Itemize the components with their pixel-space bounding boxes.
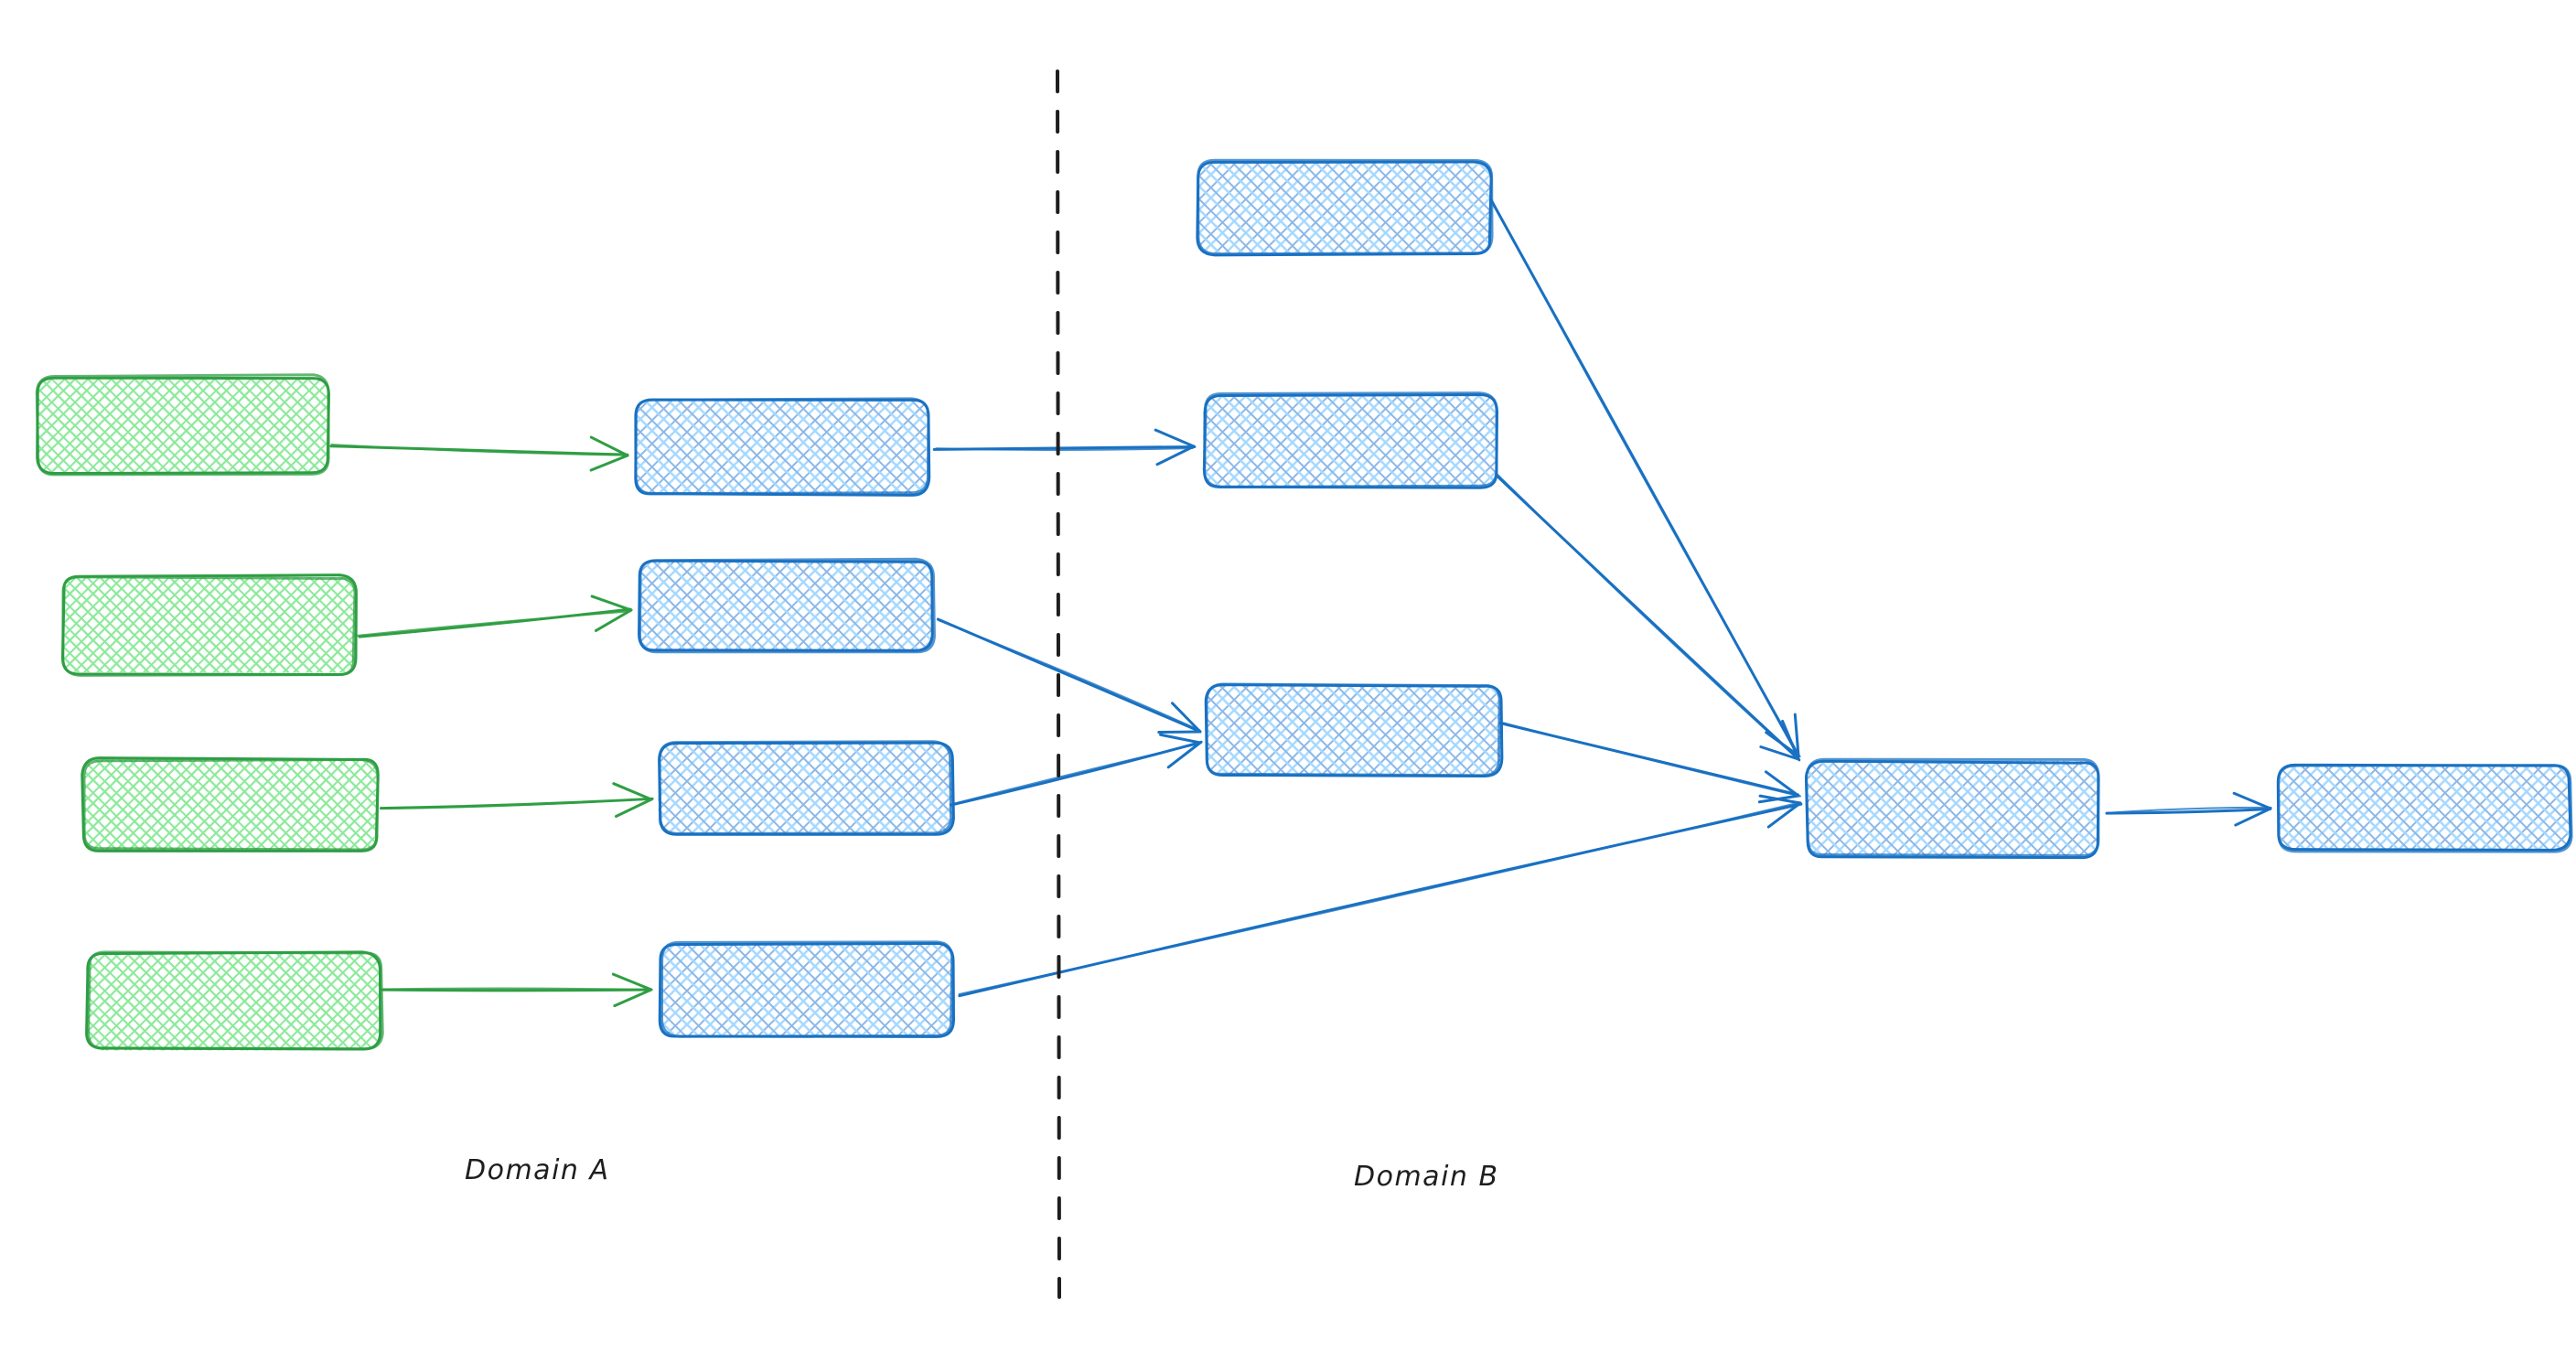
node-fill — [87, 952, 380, 1051]
node-outline — [1197, 158, 1494, 256]
arrowhead-stroke — [611, 972, 653, 991]
arrowhead-stroke — [1766, 801, 1802, 829]
arrowhead-stroke — [1759, 745, 1800, 761]
arrowhead-stroke — [613, 988, 653, 1008]
arrowhead-stroke — [612, 782, 653, 801]
node-outline — [35, 373, 330, 477]
edge-e11 — [958, 794, 1803, 998]
node-b-mid[interactable] — [1204, 682, 1504, 777]
node-outline — [660, 940, 954, 1038]
domain-b-label: Domain B — [1354, 1161, 1499, 1193]
node-b-hub[interactable] — [1804, 757, 2100, 860]
node-fill — [1807, 760, 2099, 857]
arrowhead-stroke — [594, 608, 633, 632]
arrowhead-stroke — [590, 595, 633, 612]
arrowhead-stroke — [1781, 719, 1800, 761]
node-b-out[interactable] — [2276, 763, 2573, 853]
node-fill — [658, 743, 952, 834]
node-a-src-2[interactable] — [60, 573, 358, 677]
arrowhead-stroke — [1758, 794, 1802, 805]
node-a-src-3[interactable] — [80, 756, 380, 852]
node-fill — [640, 562, 933, 652]
edge-e3 — [379, 782, 654, 819]
node-a-mid-1[interactable] — [634, 397, 931, 497]
node-a-mid-4[interactable] — [658, 940, 955, 1038]
node-outline — [1202, 391, 1498, 489]
node-fill — [37, 378, 329, 474]
node-outline — [634, 397, 930, 496]
domain-a-label: Domain A — [465, 1154, 610, 1186]
domain-divider-line — [1056, 70, 1061, 1299]
arrowhead-stroke — [589, 435, 629, 457]
node-outline — [82, 757, 380, 852]
nodes-layer — [35, 158, 2573, 1051]
node-b-upper[interactable] — [1202, 391, 1498, 489]
edge-e7 — [949, 733, 1203, 807]
arrowhead-stroke — [1157, 730, 1202, 734]
arrowhead-stroke — [2234, 807, 2272, 827]
edge-e6 — [936, 617, 1202, 734]
node-fill — [61, 577, 356, 673]
arrowhead-stroke — [1171, 702, 1202, 734]
arrowhead-stroke — [589, 454, 629, 472]
node-a-mid-3[interactable] — [657, 740, 955, 836]
arrowhead-stroke — [1155, 445, 1196, 466]
edge-e4 — [381, 972, 653, 1008]
node-outline — [1205, 682, 1501, 777]
edge-e12 — [2105, 791, 2272, 827]
arrowhead-stroke — [2232, 791, 2272, 810]
arrowhead-stroke — [1166, 741, 1202, 769]
node-outline — [639, 557, 936, 654]
node-fill — [660, 943, 954, 1035]
edges-layer — [329, 198, 2272, 1008]
edge-e10 — [1498, 721, 1802, 804]
node-outline — [87, 950, 384, 1051]
node-fill — [84, 759, 378, 851]
edge-e5 — [932, 428, 1197, 466]
edge-e2 — [356, 595, 633, 638]
node-b-top[interactable] — [1196, 158, 1494, 257]
node-a-src-4[interactable] — [85, 950, 384, 1051]
arrowhead-stroke — [614, 798, 653, 819]
edge-e8 — [1489, 198, 1801, 758]
edge-e1 — [329, 435, 629, 472]
node-a-mid-2[interactable] — [638, 557, 936, 654]
node-outline — [61, 575, 357, 677]
node-outline — [1805, 757, 2100, 858]
node-outline — [2277, 764, 2573, 853]
node-fill — [634, 398, 928, 495]
node-fill — [2277, 766, 2571, 851]
node-fill — [1198, 160, 1491, 253]
arrowhead-stroke — [1764, 770, 1800, 798]
edge-e9 — [1495, 473, 1801, 762]
node-fill — [1207, 684, 1501, 777]
node-fill — [1203, 394, 1497, 488]
arrowhead-stroke — [1154, 428, 1196, 448]
arrowhead-stroke — [1793, 713, 1800, 757]
divider-layer — [1056, 70, 1061, 1299]
node-a-src-1[interactable] — [35, 373, 330, 477]
node-outline — [657, 740, 953, 835]
arrowhead-stroke — [1159, 733, 1202, 745]
